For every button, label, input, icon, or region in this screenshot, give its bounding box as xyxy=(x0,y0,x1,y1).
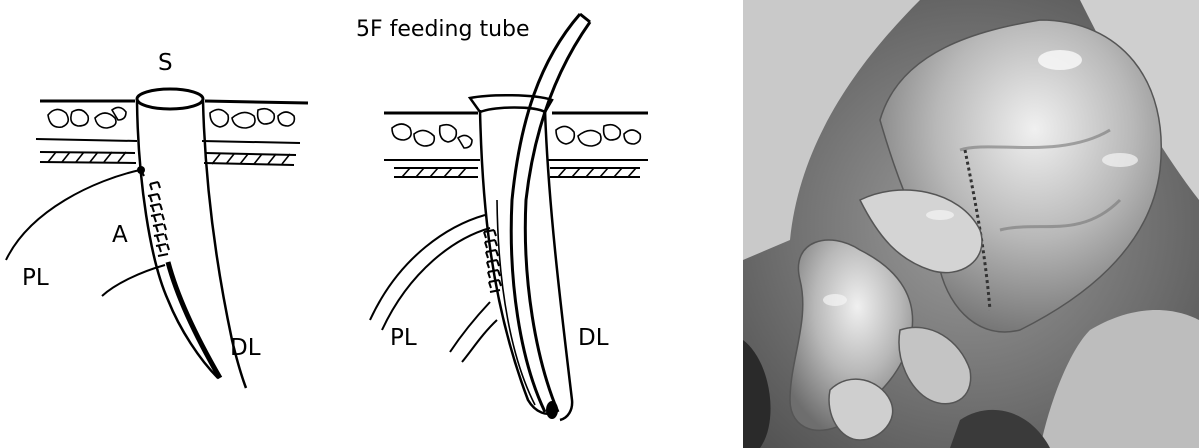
panel-b-diagram: 5F feeding tube xyxy=(356,14,648,420)
label-anastomosis: A xyxy=(112,222,128,248)
label-stoma: S xyxy=(158,50,173,76)
label-distal-limb-b: DL xyxy=(578,325,609,351)
abdominal-wall-a xyxy=(36,101,308,165)
label-distal-limb-a: DL xyxy=(230,335,261,361)
label-feeding-tube: 5F feeding tube xyxy=(356,17,530,42)
label-proximal-limb-b: PL xyxy=(390,325,417,351)
label-proximal-limb-a: PL xyxy=(22,265,49,291)
stoma-ring-a xyxy=(137,89,203,109)
panel-a-diagram: S A PL DL xyxy=(6,50,308,388)
anastomosis-sutures-a xyxy=(140,168,169,256)
intraoperative-photo xyxy=(743,0,1199,448)
